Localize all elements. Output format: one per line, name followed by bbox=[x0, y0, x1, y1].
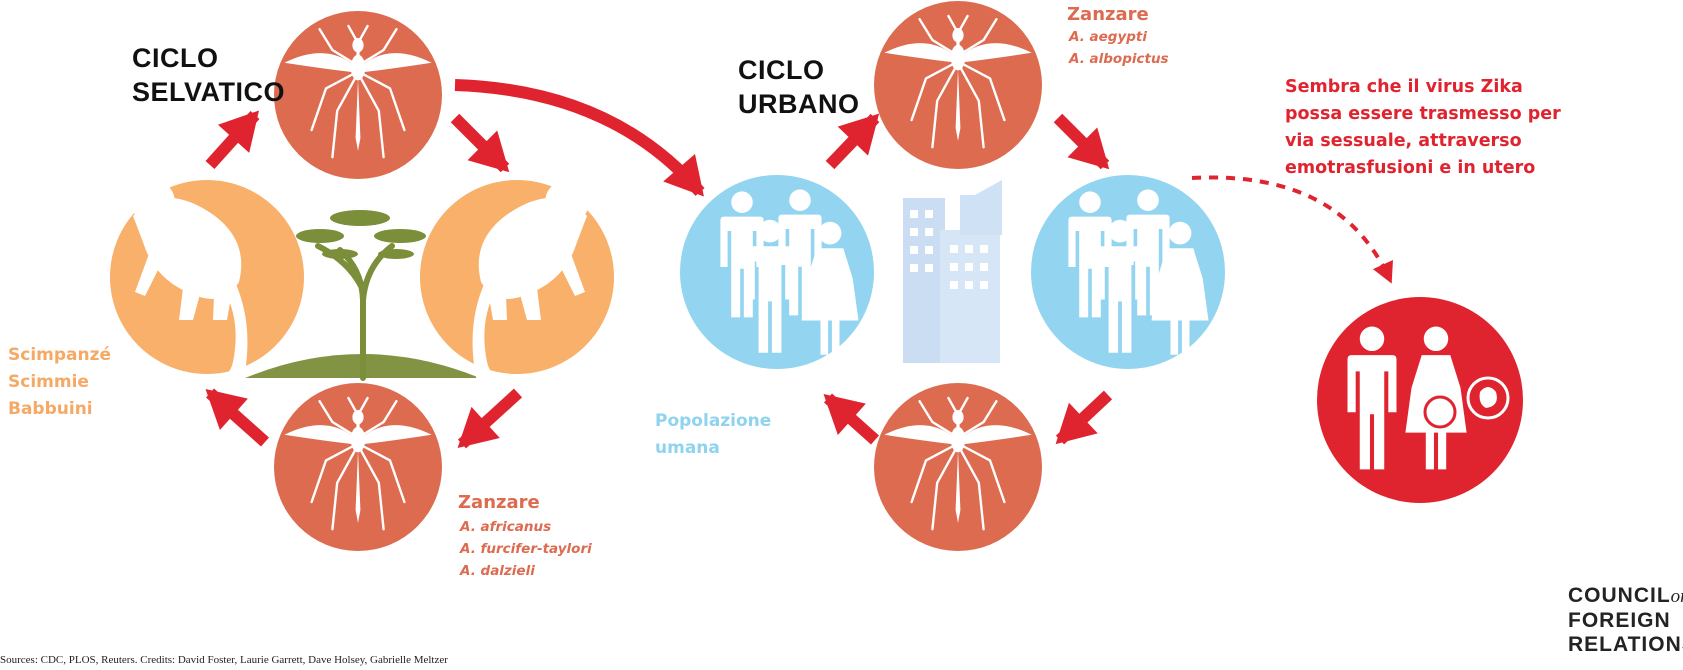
host-monkeys: Scimmie bbox=[8, 372, 89, 392]
species-item: A. aegypti bbox=[1069, 29, 1148, 45]
note-line: via sessuale, attraverso bbox=[1285, 131, 1522, 151]
population-line2: umana bbox=[655, 438, 720, 458]
note-line: Sembra che il virus Zika bbox=[1285, 77, 1523, 97]
urban-cycle-arrows bbox=[823, 113, 1113, 445]
host-chimpanzee: Scimpanzé bbox=[8, 345, 112, 365]
pregnancy-icon bbox=[1347, 326, 1467, 470]
sylvatic-title-line2: SELVATICO bbox=[132, 77, 285, 107]
urban-cycle-title: CICLO URBANO bbox=[738, 53, 860, 121]
primate-hosts-list: Scimpanzé Scimmie Babbuini bbox=[8, 342, 111, 423]
human-population-label: Popolazione umana bbox=[655, 408, 771, 462]
logo-on: on bbox=[1670, 586, 1683, 607]
dashed-arrow bbox=[1191, 175, 1393, 284]
sylvatic-cycle-title: CICLO SELVATICO bbox=[132, 41, 285, 109]
population-line1: Popolazione bbox=[655, 411, 772, 431]
source-credits: Sources: CDC, PLOS, Reuters. Credits: Da… bbox=[0, 654, 448, 666]
logo-line1: COUNCIL bbox=[1568, 584, 1671, 607]
species-item: A. albopictus bbox=[1069, 51, 1169, 67]
sylvatic-cycle-arrows bbox=[205, 79, 705, 449]
city-buildings-icon bbox=[903, 180, 1002, 363]
urban-mosquito-heading: Zanzare bbox=[1067, 4, 1149, 25]
urban-title-line1: CICLO bbox=[738, 55, 825, 85]
note-line: emotrasfusioni e in utero bbox=[1285, 158, 1536, 178]
species-item: A. dalzieli bbox=[460, 563, 535, 579]
species-item: A. furcifer-taylori bbox=[460, 541, 592, 557]
note-line: possa essere trasmesso per bbox=[1285, 104, 1561, 124]
fetus-icon bbox=[1466, 376, 1510, 420]
species-item: A. africanus bbox=[460, 519, 552, 535]
logo-line2: FOREIGN bbox=[1568, 609, 1671, 632]
sylvatic-mosquito-heading: Zanzare bbox=[458, 492, 540, 513]
host-baboons: Babbuini bbox=[8, 399, 93, 419]
urban-mosquito-label: Zanzare A. aegypti A. albopictus bbox=[1067, 4, 1169, 70]
other-transmission-note: Sembra che il virus Zika possa essere tr… bbox=[1285, 74, 1561, 182]
sylvatic-title-line1: CICLO bbox=[132, 43, 219, 73]
acacia-tree-icon bbox=[296, 210, 426, 381]
urban-title-line2: URBANO bbox=[738, 89, 860, 119]
sylvatic-mosquito-label: Zanzare A. africanus A. furcifer-taylori… bbox=[458, 492, 592, 582]
